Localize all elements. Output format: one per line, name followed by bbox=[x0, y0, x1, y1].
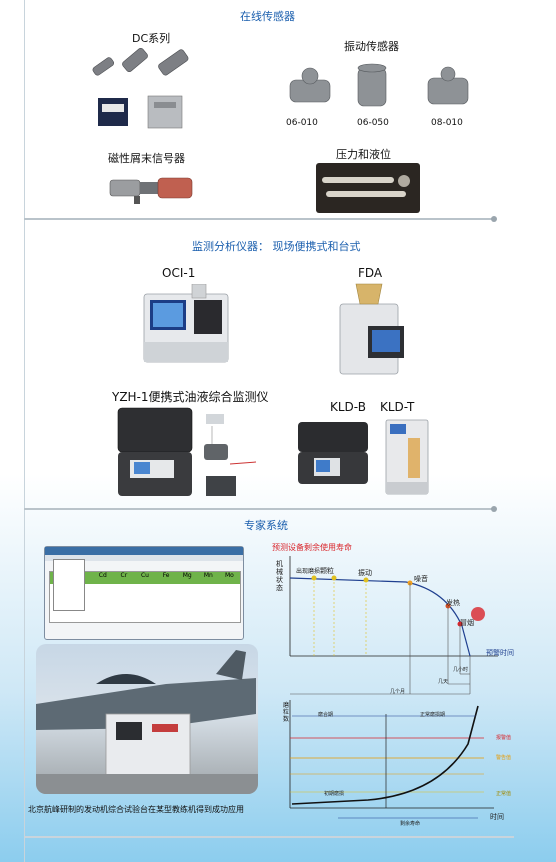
kld-t-photo bbox=[385, 419, 429, 495]
fda-photo bbox=[339, 283, 404, 375]
vibration-sensors-photo bbox=[289, 63, 469, 107]
section-divider-1 bbox=[24, 216, 497, 222]
yzh-1-photo bbox=[117, 407, 257, 496]
model-08-010: 08-010 bbox=[431, 118, 463, 128]
oci-1-label: OCI-1 bbox=[162, 266, 196, 280]
stage-noise: 噪音 bbox=[414, 575, 428, 583]
magnetic-chip-detector-label: 磁性屑末信号器 bbox=[108, 152, 185, 165]
wear-normal-label: 正常值 bbox=[496, 791, 512, 797]
vibration-sensor-label: 振动传感器 bbox=[344, 40, 399, 53]
magnetic-detector-photo bbox=[109, 177, 193, 204]
left-margin-line bbox=[24, 0, 25, 862]
model-06-050: 06-050 bbox=[357, 118, 389, 128]
software-screenshot: Al B Cd Cr Cu Fe Mg Mn Mo bbox=[44, 546, 244, 640]
dc-series-label: DC系列 bbox=[132, 32, 171, 45]
col-mg: Mg bbox=[182, 572, 192, 579]
section-divider-2 bbox=[24, 506, 497, 512]
wear-chart bbox=[289, 700, 494, 819]
col-cd: Cd bbox=[98, 572, 107, 579]
col-cr: Cr bbox=[120, 572, 128, 579]
photo-caption: 北京航峰研制的发动机综合试验台在某型教练机得到成功应用 bbox=[28, 805, 244, 814]
oci-1-photo bbox=[143, 284, 229, 363]
yzh-1-label: YZH-1便携式油液综合监测仪 bbox=[112, 390, 269, 404]
stage-smoke: 冒烟 bbox=[460, 619, 474, 627]
interval-hours: 几小时 bbox=[453, 667, 469, 673]
section-title-online-sensors: 在线传感器 bbox=[240, 10, 295, 23]
wear-chart-xlabel: 时间 bbox=[490, 813, 504, 821]
wear-warning-label: 警告值 bbox=[496, 755, 512, 761]
pressure-level-label: 压力和液位 bbox=[336, 148, 391, 161]
software-dropdown-menu bbox=[53, 559, 85, 611]
stage-heat: 发热 bbox=[446, 599, 460, 607]
life-chart-title: 预测设备剩余使用寿命 bbox=[272, 543, 352, 552]
model-06-010: 06-010 bbox=[286, 118, 318, 128]
section-title-expert-system: 专家系统 bbox=[244, 519, 288, 532]
interval-days: 几天 bbox=[438, 679, 449, 685]
wear-remaining-life-label: 剩余寿命 bbox=[400, 821, 421, 827]
col-fe: Fe bbox=[162, 572, 170, 579]
pressure-sensor-photo bbox=[316, 163, 420, 213]
dc-series-photo bbox=[92, 48, 189, 129]
wear-chart-ylabel: 磨粒数 bbox=[283, 702, 290, 723]
life-chart bbox=[289, 556, 498, 695]
col-mn: Mn bbox=[203, 572, 213, 579]
section-title-analyzers: 监测分析仪器： 现场便携式和台式 bbox=[192, 240, 361, 253]
section-divider-3 bbox=[24, 836, 514, 838]
wear-alarm-label: 报警值 bbox=[496, 735, 512, 741]
stage-particles: 颗粒 bbox=[320, 567, 334, 575]
interval-months: 几个月 bbox=[390, 689, 406, 695]
aircraft-photo bbox=[36, 644, 258, 794]
kld-b-label: KLD-B bbox=[330, 400, 366, 414]
stage-vibration: 振动 bbox=[358, 569, 372, 577]
kld-b-photo bbox=[298, 422, 368, 484]
life-chart-ylabel: 机械状态 bbox=[276, 560, 283, 592]
kld-t-label: KLD-T bbox=[380, 400, 415, 414]
wear-stage-run-in: 磨合期 bbox=[318, 712, 334, 718]
wear-stage-severe: 正常磨损期 bbox=[420, 712, 446, 718]
col-cu: Cu bbox=[140, 572, 149, 579]
fda-label: FDA bbox=[358, 266, 383, 280]
wear-initial-label: 初期磨损 bbox=[324, 791, 345, 797]
life-chart-xlabel: 预警时间 bbox=[486, 649, 514, 657]
stage-wear-appears: 出现磨损 bbox=[296, 568, 321, 575]
col-mo: Mo bbox=[225, 572, 234, 579]
